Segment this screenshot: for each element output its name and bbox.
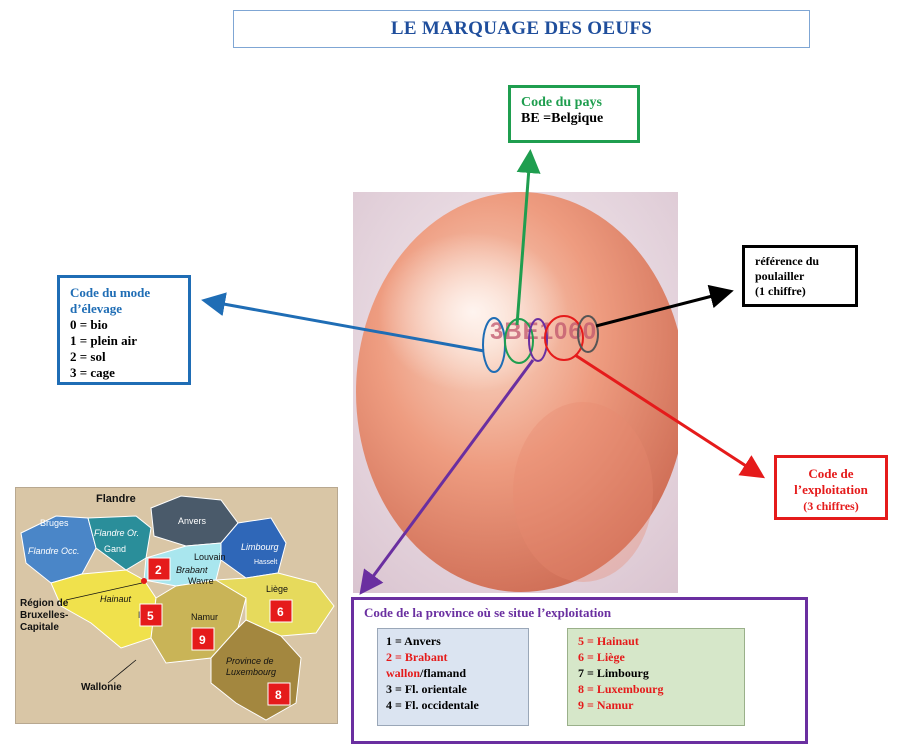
- farming-mode-item: 2 = sol: [70, 349, 106, 364]
- stamp-ellipse-province: [528, 318, 548, 362]
- farming-mode-heading: d’élevage: [70, 301, 122, 316]
- map-badge: 5: [147, 609, 154, 623]
- province-code-heading: Code de la province où se situe l’exploi…: [364, 605, 612, 620]
- country-code-box: Code du pays BE =Belgique: [508, 85, 640, 143]
- exploitation-code-box: Code de l’exploitation (3 chiffres): [774, 455, 888, 520]
- province-item-part: wallon: [386, 666, 421, 680]
- map-label: Flandre Occ.: [28, 546, 80, 556]
- map-label: Hainaut: [100, 594, 132, 604]
- province-item: 9 = Namur: [578, 698, 634, 712]
- map-label: Capitale: [20, 622, 59, 633]
- map-badge: 9: [199, 633, 206, 647]
- province-list-left: 1 = Anvers 2 = Brabant wallon/flamand 3 …: [377, 628, 529, 726]
- province-item: 7 = Limbourg: [578, 666, 649, 680]
- map-label: Wavre: [188, 576, 214, 586]
- reference-line: poulailler: [755, 269, 805, 283]
- country-code-heading: Code du pays: [521, 95, 602, 110]
- reference-line: référence du: [755, 254, 820, 268]
- map-label: Wallonie: [81, 682, 122, 693]
- map-label: Région de: [20, 598, 69, 609]
- map-badge: 6: [277, 605, 284, 619]
- reference-line: (1 chiffre): [755, 284, 806, 298]
- map-label: Hasselt: [254, 559, 277, 566]
- map-label: Gand: [104, 544, 126, 554]
- arrow-country: [515, 149, 541, 326]
- region-flandre-occidentale: [20, 515, 97, 584]
- province-item: 2 = Brabant: [386, 650, 448, 664]
- stamp-ellipse-reference: [577, 315, 599, 353]
- map-label: Limbourg: [241, 542, 279, 552]
- reference-box: référence du poulailler (1 chiffre): [742, 245, 858, 307]
- province-item: 3 = Fl. orientale: [386, 682, 467, 696]
- province-item: wallon/flamand: [386, 665, 520, 681]
- stamp-ellipse-exploitation: [544, 315, 584, 361]
- province-item: 1 = Anvers: [386, 634, 441, 648]
- map-label: Luxembourg: [226, 667, 276, 677]
- map-label: Brabant: [176, 565, 208, 575]
- exploitation-line: l’exploitation: [794, 482, 868, 497]
- farming-mode-box: Code du mode d’élevage 0 = bio 1 = plein…: [57, 275, 191, 385]
- map-badge: 8: [275, 688, 282, 702]
- belgium-map: Flandre Bruges Flandre Or. Anvers Gand F…: [15, 487, 338, 724]
- exploitation-line: Code de: [808, 466, 854, 481]
- stamp-ellipse-mode: [482, 317, 506, 373]
- arrow-reference: [595, 284, 734, 328]
- map-label: Liège: [266, 584, 288, 594]
- province-item: 8 = Luxembourg: [578, 682, 664, 696]
- stamp-ellipse-country: [504, 318, 534, 364]
- map-label: Louvain: [194, 552, 226, 562]
- map-label: Namur: [191, 612, 218, 622]
- map-label: Province de: [226, 656, 274, 666]
- farming-mode-item: 0 = bio: [70, 317, 108, 332]
- arrow-mode: [201, 292, 485, 353]
- province-list-right: 5 = Hainaut 6 = Liège 7 = Limbourg 8 = L…: [567, 628, 745, 726]
- page-title: LE MARQUAGE DES OEUFS: [390, 18, 653, 39]
- farming-mode-item: 3 = cage: [70, 365, 115, 380]
- map-badge: 2: [155, 563, 162, 577]
- farming-mode-item: 1 = plein air: [70, 333, 137, 348]
- map-label: Bruxelles-: [20, 610, 68, 621]
- exploitation-line: (3 chiffres): [803, 499, 859, 513]
- province-item: 5 = Hainaut: [578, 634, 639, 648]
- arrow-province: [359, 359, 535, 595]
- farming-mode-heading: Code du mode: [70, 285, 151, 300]
- map-label: Anvers: [178, 516, 207, 526]
- belgium-map-graphic: Flandre Bruges Flandre Or. Anvers Gand F…: [16, 488, 337, 723]
- arrow-exploitation: [574, 353, 766, 479]
- province-item: 4 = Fl. occidentale: [386, 698, 479, 712]
- title-box: LE MARQUAGE DES OEUFS: [233, 10, 810, 48]
- province-item-part: /flamand: [420, 666, 467, 680]
- map-label: Bruges: [40, 518, 69, 528]
- map-label: Flandre: [96, 493, 136, 505]
- province-item: 6 = Liège: [578, 650, 625, 664]
- country-code-value: BE =Belgique: [521, 111, 604, 126]
- map-label: Flandre Or.: [94, 528, 139, 538]
